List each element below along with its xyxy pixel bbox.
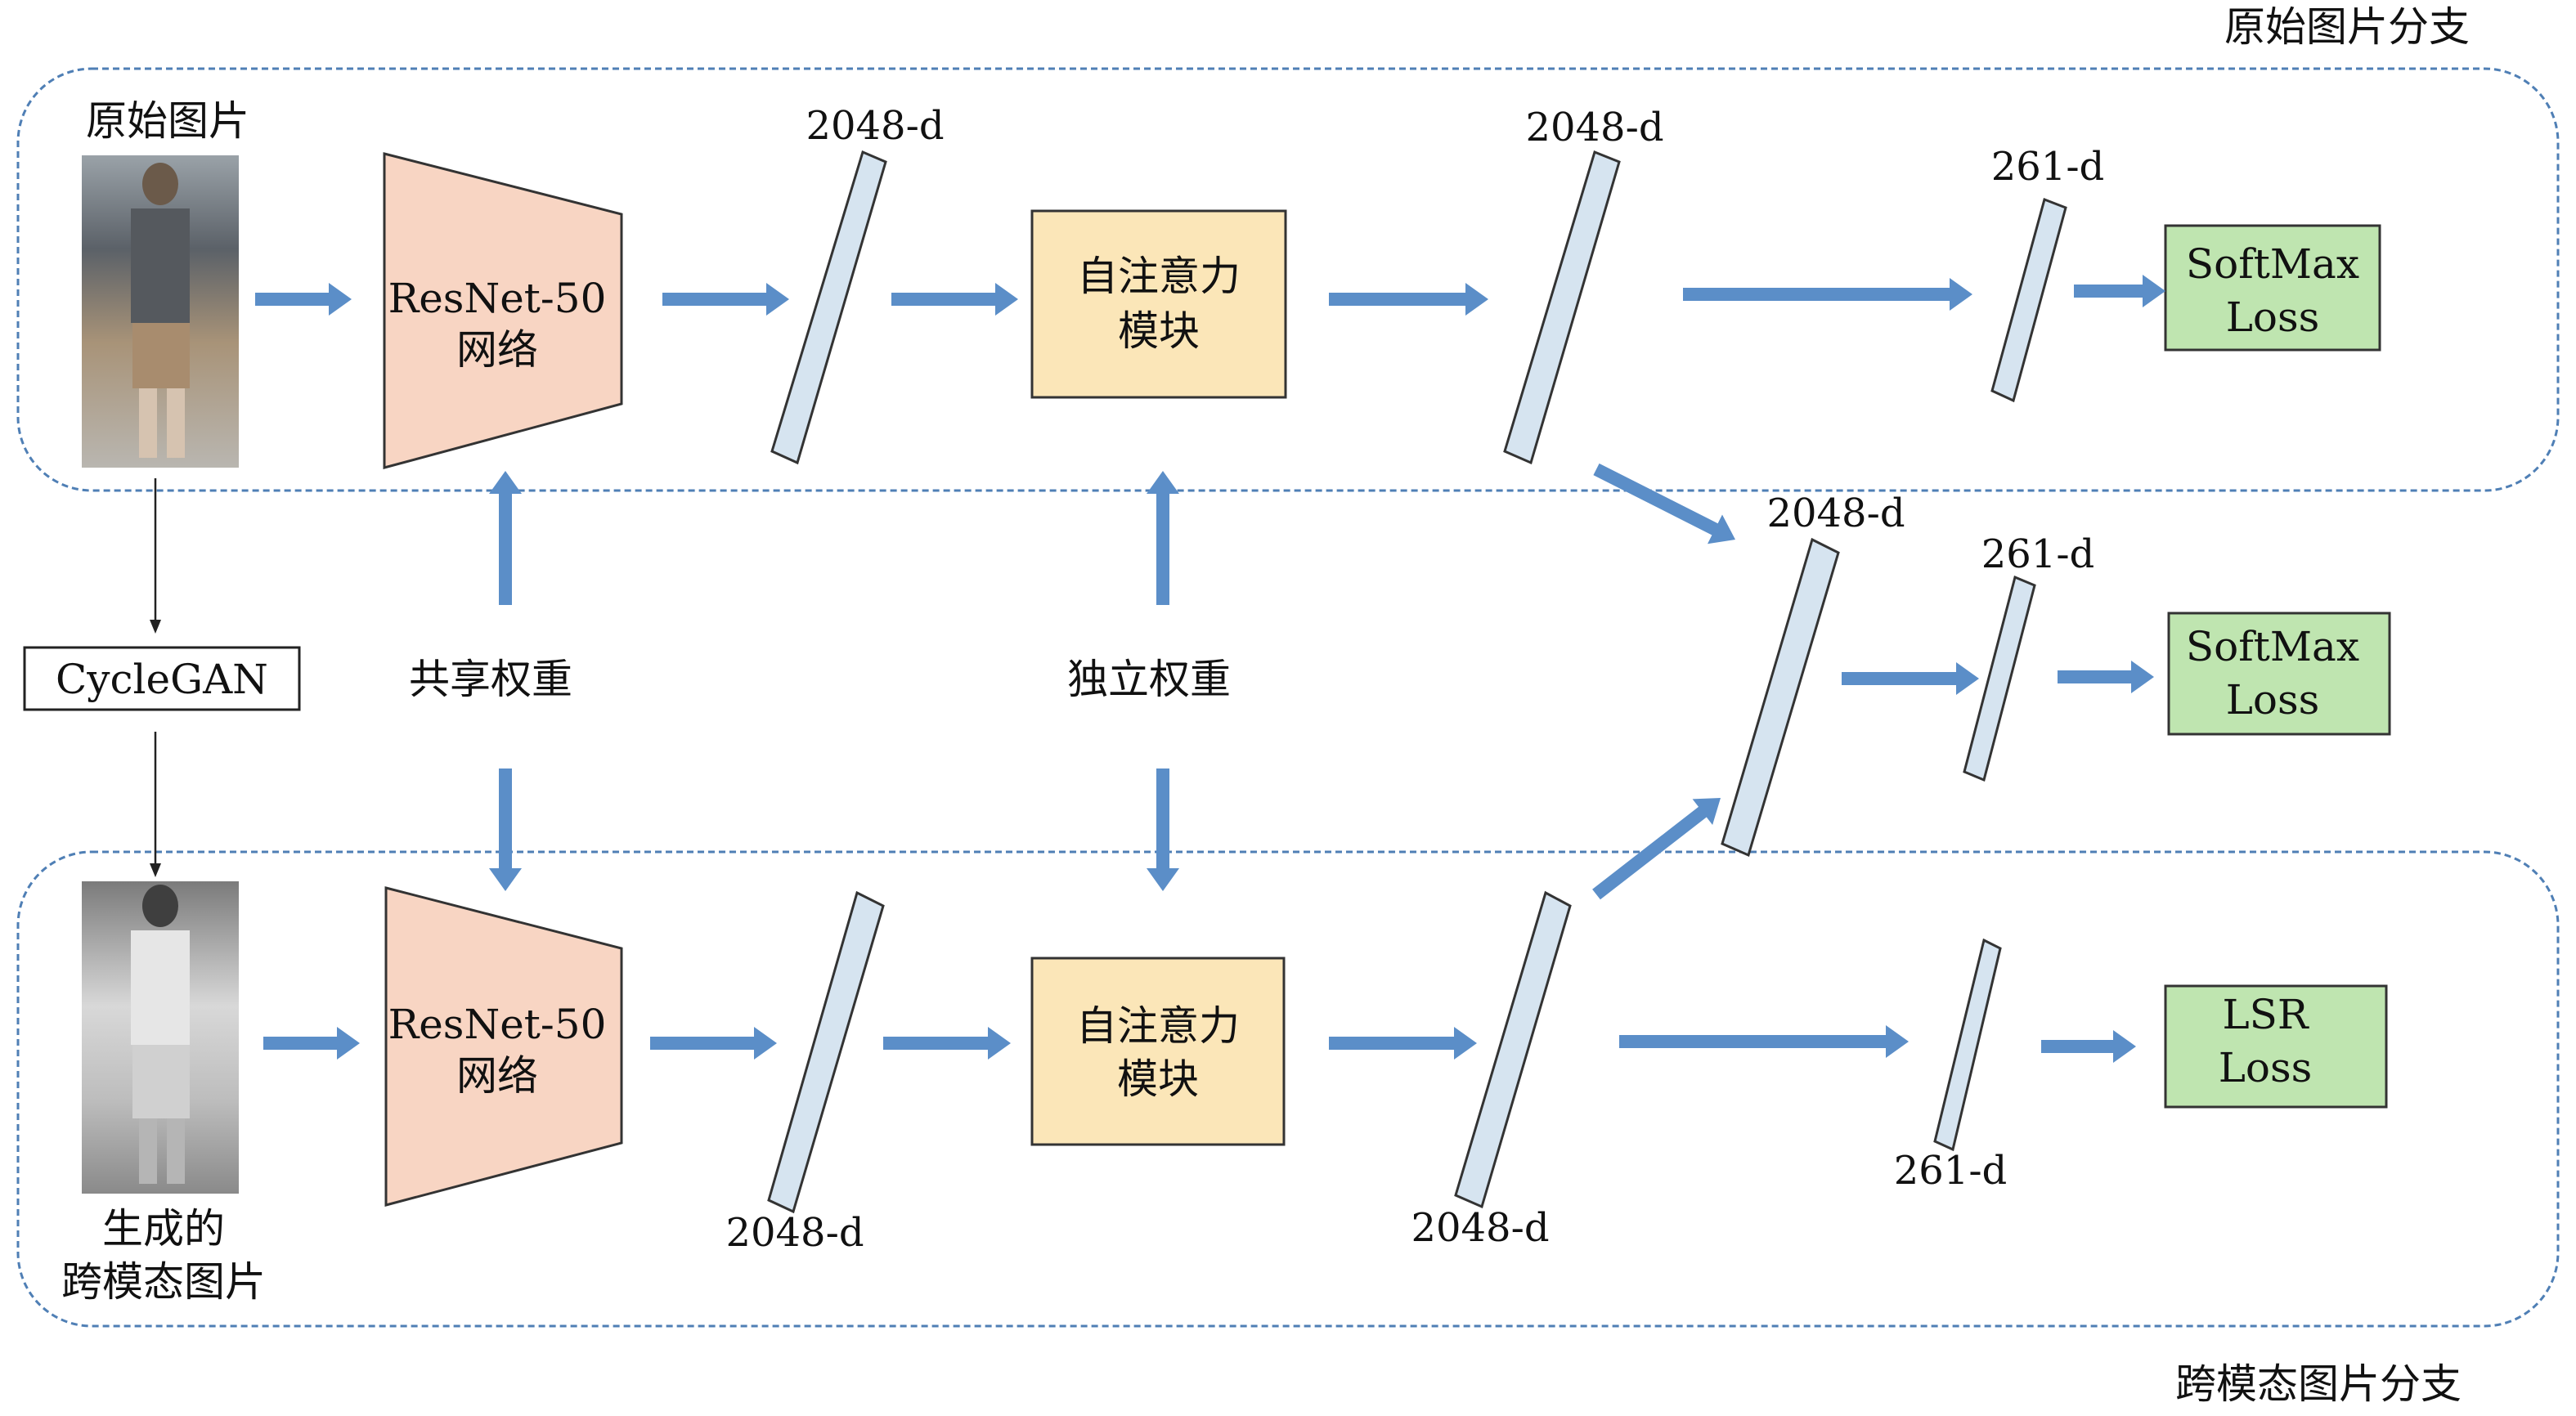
arrow-attention-to-feature-top [1329, 283, 1488, 316]
arrow-shared-weights-up [489, 471, 522, 605]
arrow-independent-weights-down [1147, 768, 1179, 891]
original-branch-boundary [16, 67, 2560, 492]
dim-label-bottom-3: 261-d [1894, 1148, 2008, 1194]
resnet-bottom [384, 886, 623, 1207]
cyclegan-box [23, 646, 301, 711]
attention-top-label-1: 自注意力 [1077, 253, 1241, 300]
flow-arrows [255, 275, 2165, 1063]
softmax-loss-top [2164, 224, 2381, 352]
feature-2048-middle [1721, 537, 1840, 858]
arrow-feature-to-attention-bottom [883, 1027, 1011, 1060]
arrow-top-to-middle-feature [1593, 463, 1735, 544]
independent-weights-label: 独立权重 [1067, 656, 1231, 703]
lsr-loss-label-1: LSR [2222, 991, 2309, 1038]
generated-person-image [82, 881, 239, 1194]
attention-bottom-label-2: 模块 [1117, 1055, 1199, 1103]
arrow-resnet-to-feature-bottom [650, 1027, 777, 1060]
shared-weights-label: 共享权重 [409, 656, 572, 703]
arrow-feature-to-261-middle [1842, 662, 1979, 695]
arrow-image-to-resnet-bottom [263, 1027, 360, 1060]
dim-label-bottom-2: 2048-d [1411, 1205, 1549, 1251]
dim-label-middle-2: 261-d [1981, 531, 2095, 577]
softmax-loss-top-label-1: SoftMax [2186, 240, 2359, 288]
arrow-shared-weights-down [489, 768, 522, 891]
original-image-label: 原始图片 [86, 97, 249, 145]
arrow-261-to-loss-middle [2058, 661, 2154, 693]
arrow-resnet-to-feature-top [662, 283, 789, 316]
arrow-independent-weights-up [1147, 471, 1179, 605]
original-person-image [82, 155, 239, 468]
dim-label-middle-1: 2048-d [1766, 491, 1905, 536]
feature-261-middle [1963, 575, 2036, 782]
feature-2048-top-2 [1503, 150, 1621, 465]
cyclegan-input-arrowhead [150, 620, 161, 634]
dim-label-top-3: 261-d [1991, 144, 2105, 190]
resnet-top-label-2: 网络 [456, 326, 538, 374]
cyclegan-label: CycleGAN [56, 656, 268, 703]
arrow-image-to-resnet-top [255, 283, 352, 316]
original-branch-title: 原始图片分支 [2224, 3, 2470, 51]
dim-label-bottom-1: 2048-d [725, 1210, 864, 1256]
feature-261-top [1990, 198, 2067, 403]
arrow-261-to-loss-bottom [2041, 1030, 2136, 1063]
generated-image-label-line1: 生成的 [102, 1205, 225, 1252]
dim-label-top-2: 2048-d [1525, 105, 1663, 150]
softmax-loss-top-label-2: Loss [2226, 294, 2320, 341]
cross-modal-branch-boundary [16, 850, 2560, 1328]
generated-image-label-line2: 跨模态图片 [61, 1258, 266, 1306]
feature-2048-bottom-2 [1454, 890, 1572, 1209]
feature-261-bottom [1933, 938, 2002, 1152]
arrow-feature-to-261-bottom [1619, 1025, 1909, 1058]
softmax-loss-middle-label-1: SoftMax [2186, 623, 2359, 670]
resnet-bottom-label-2: 网络 [456, 1052, 538, 1100]
softmax-loss-middle [2167, 612, 2391, 736]
softmax-loss-middle-label-2: Loss [2226, 676, 2320, 724]
feature-2048-bottom-1 [767, 890, 885, 1214]
resnet-bottom-label-1: ResNet-50 [388, 1001, 607, 1048]
arrow-bottom-to-middle-feature [1592, 798, 1721, 900]
lsr-loss-bottom [2164, 984, 2388, 1109]
lsr-loss-label-2: Loss [2219, 1044, 2313, 1091]
resnet-top [383, 152, 623, 469]
feature-2048-top-1 [770, 150, 887, 465]
dim-label-top-1: 2048-d [806, 103, 944, 149]
attention-top-label-2: 模块 [1118, 307, 1200, 355]
cyclegan-output-arrowhead [150, 863, 161, 877]
arrow-attention-to-feature-bottom [1329, 1027, 1477, 1060]
arrow-261-to-loss-top [2074, 275, 2165, 307]
resnet-top-label-1: ResNet-50 [388, 275, 607, 322]
attention-bottom [1030, 957, 1286, 1146]
arrow-feature-to-261-top [1683, 278, 1972, 311]
cross-modal-branch-title: 跨模态图片分支 [2175, 1360, 2462, 1408]
arrow-feature-to-attention-top [891, 283, 1018, 316]
attention-top [1030, 209, 1287, 399]
attention-bottom-label-1: 自注意力 [1076, 1002, 1240, 1050]
